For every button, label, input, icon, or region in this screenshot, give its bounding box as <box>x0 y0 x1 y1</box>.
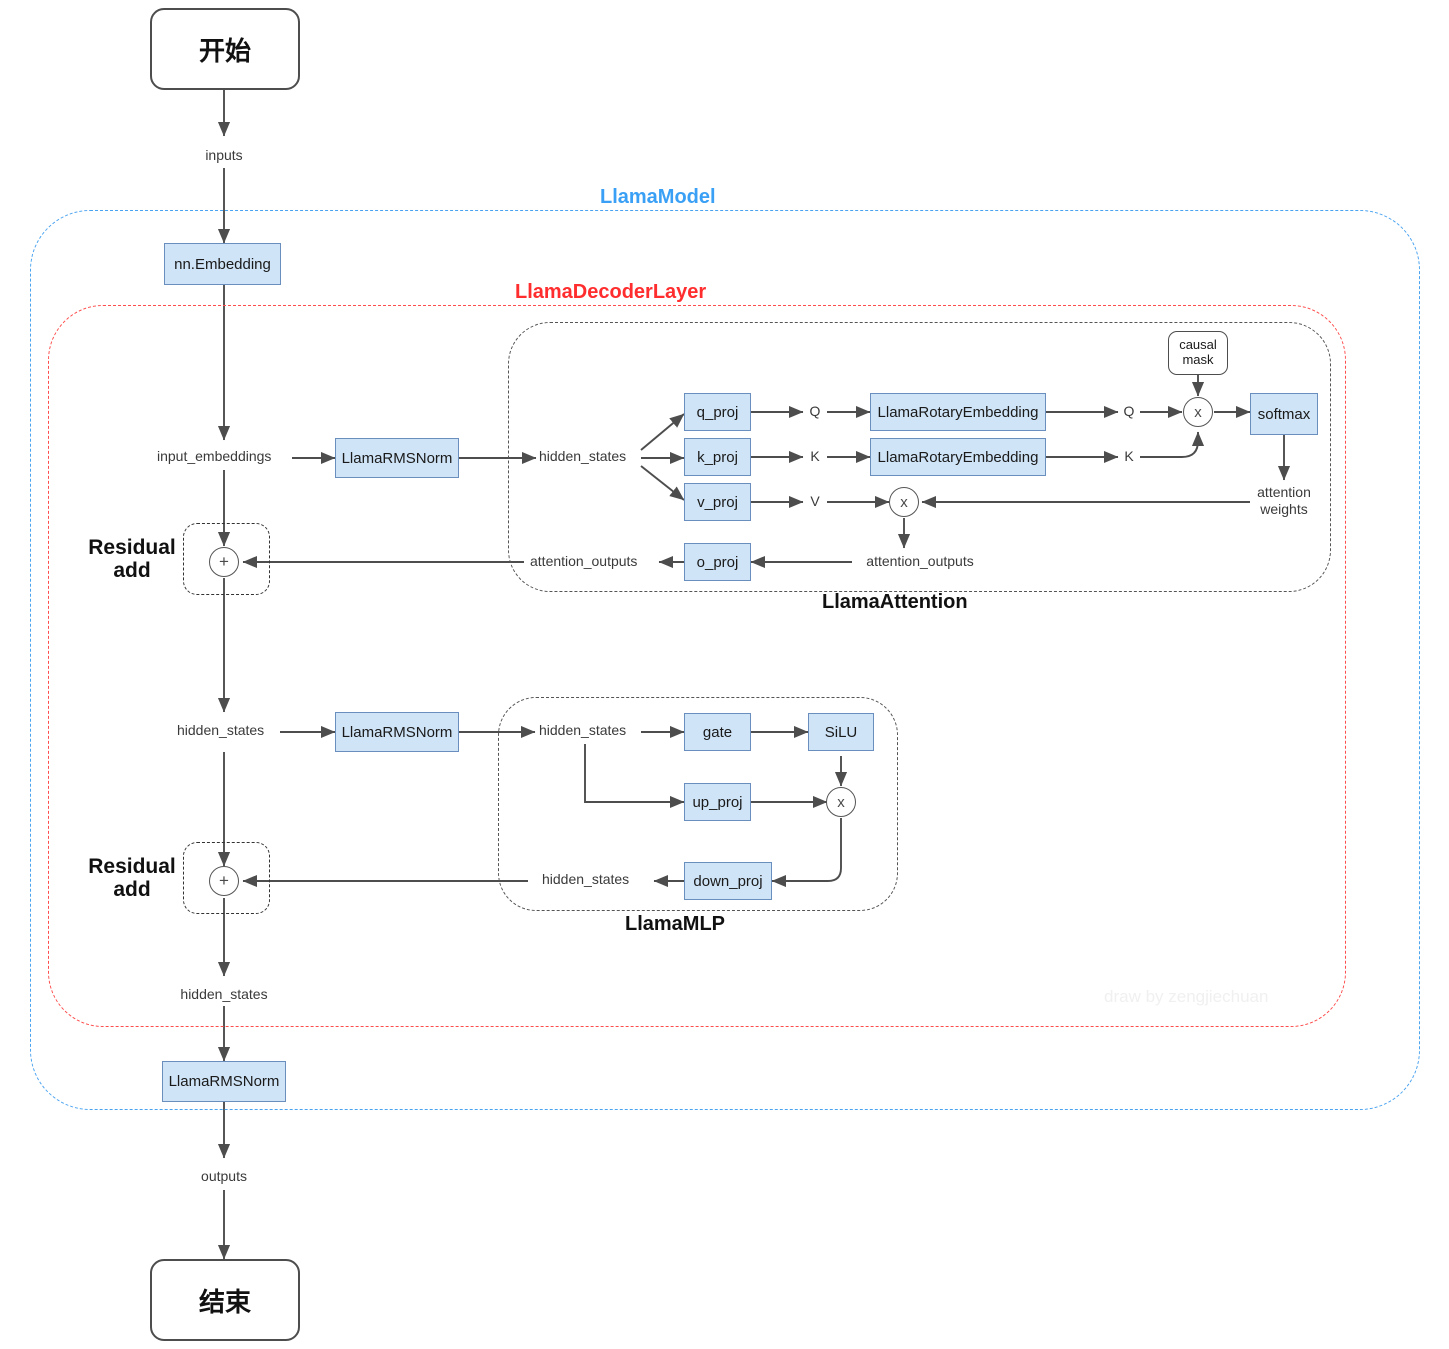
node-softmax[interactable]: softmax <box>1250 393 1318 435</box>
residual-add-caption-2-line1: Residual <box>88 855 176 878</box>
group-title-llama-model: LlamaModel <box>600 186 716 208</box>
group-llama-model <box>30 210 1420 1110</box>
residual-add-caption-2: Residual add <box>82 855 182 901</box>
node-up-proj[interactable]: up_proj <box>684 783 751 821</box>
edge-label-k-1: K <box>810 448 820 464</box>
node-rmsnorm-mlp[interactable]: LlamaRMSNorm <box>335 712 459 752</box>
group-title-llama-mlp: LlamaMLP <box>625 913 726 935</box>
multiply-operator-qk: x <box>1183 397 1213 427</box>
edge-label-input-embeddings: input_embeddings <box>157 448 272 464</box>
residual-add-box-1 <box>183 523 270 595</box>
node-k-proj[interactable]: k_proj <box>684 438 751 476</box>
group-llama-mlp <box>498 697 898 911</box>
edge-label-q-2: Q <box>1123 403 1135 419</box>
end-node[interactable]: 结束 <box>150 1259 300 1341</box>
residual-add-caption-2-line2: add <box>113 878 151 902</box>
node-causal-mask[interactable]: causal mask <box>1168 331 1228 375</box>
attention-weights-line2: weights <box>1260 500 1308 517</box>
residual-add-caption-1-line2: add <box>113 559 151 583</box>
group-llama-attention <box>508 322 1331 592</box>
multiply-operator-mlp: x <box>826 787 856 817</box>
node-rmsnorm-attention[interactable]: LlamaRMSNorm <box>335 438 459 478</box>
residual-add-caption-1: Residual add <box>82 536 182 582</box>
edge-label-attention-weights: attention weights <box>1257 484 1311 517</box>
watermark-text: draw by zengjiechuan <box>1104 987 1269 1006</box>
node-gate[interactable]: gate <box>684 713 751 751</box>
node-rotary-embedding-q[interactable]: LlamaRotaryEmbedding <box>870 393 1046 431</box>
node-o-proj[interactable]: o_proj <box>684 543 751 581</box>
edge-label-hidden-states-mlp-in: hidden_states <box>177 722 265 738</box>
edge-label-attention-outputs-right: attention_outputs <box>866 553 974 569</box>
residual-add-box-2 <box>183 842 270 914</box>
causal-mask-line2: mask <box>1182 352 1214 367</box>
attention-weights-line1: attention <box>1257 484 1311 500</box>
residual-add-operator-1: + <box>209 547 239 577</box>
node-v-proj[interactable]: v_proj <box>684 483 751 521</box>
start-node[interactable]: 开始 <box>150 8 300 90</box>
node-q-proj[interactable]: q_proj <box>684 393 751 431</box>
node-silu[interactable]: SiLU <box>808 713 874 751</box>
edge-label-hidden-states-mlp-entry: hidden_states <box>539 722 627 738</box>
node-rmsnorm-final[interactable]: LlamaRMSNorm <box>162 1061 286 1102</box>
group-llama-decoder-layer <box>48 305 1346 1027</box>
node-nn-embedding[interactable]: nn.Embedding <box>164 243 281 285</box>
edge-label-inputs: inputs <box>205 147 243 163</box>
residual-add-caption-1-line1: Residual <box>88 536 176 559</box>
group-title-llama-decoder-layer: LlamaDecoderLayer <box>515 281 707 303</box>
group-title-llama-attention: LlamaAttention <box>822 591 968 613</box>
node-down-proj[interactable]: down_proj <box>684 862 772 900</box>
edge-label-attention-outputs-left: attention_outputs <box>530 553 638 569</box>
edge-label-hidden-states-attention: hidden_states <box>539 448 627 464</box>
residual-add-operator-2: + <box>209 866 239 896</box>
node-rotary-embedding-k[interactable]: LlamaRotaryEmbedding <box>870 438 1046 476</box>
edge-label-hidden-states-decoder-out: hidden_states <box>180 986 268 1002</box>
edge-label-k-2: K <box>1124 448 1134 464</box>
edge-label-hidden-states-mlp-out: hidden_states <box>542 871 630 887</box>
multiply-operator-attn-v: x <box>889 487 919 517</box>
edge-label-outputs: outputs <box>201 1168 247 1184</box>
edge-label-v-1: V <box>810 493 820 509</box>
edge-label-q-1: Q <box>809 403 821 419</box>
causal-mask-line1: causal <box>1179 337 1217 353</box>
